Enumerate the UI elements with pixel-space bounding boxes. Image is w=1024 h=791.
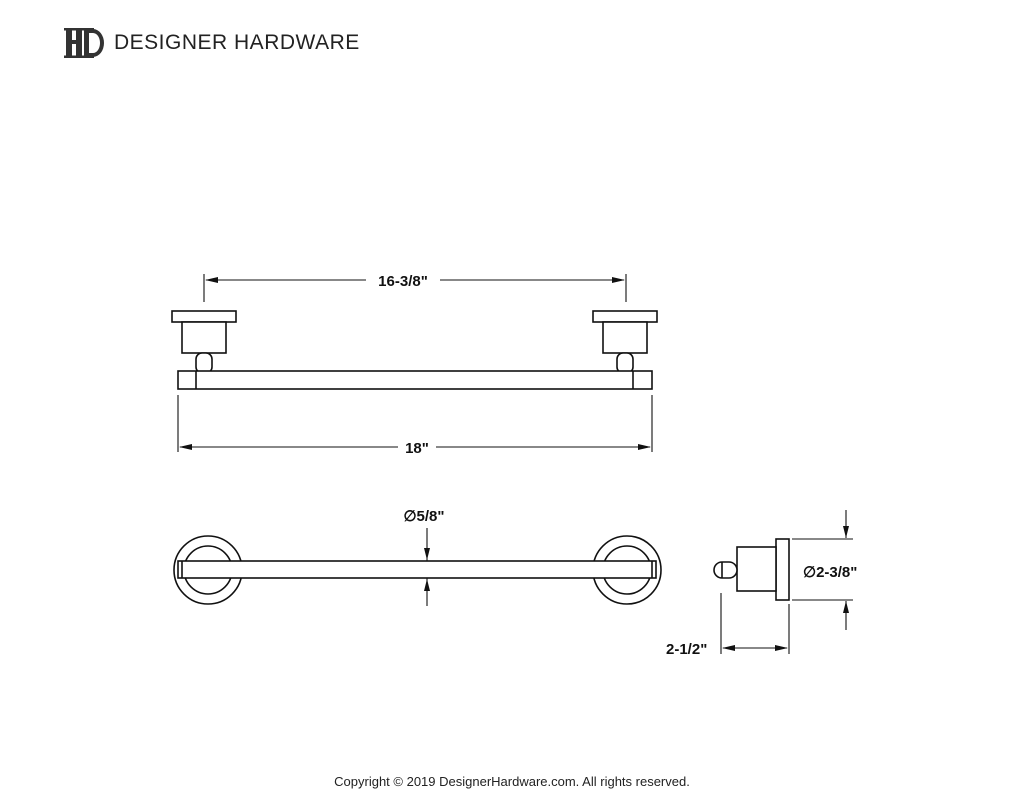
side-view: ∅2-3/8" 2-1/2" xyxy=(666,510,857,658)
dh-monogram-icon xyxy=(64,28,104,58)
dim-projection: 2-1/2" xyxy=(666,641,707,658)
dim-overall-length: 18" xyxy=(405,440,429,457)
brand-name: DESIGNER HARDWARE xyxy=(114,31,360,54)
copyright-footer: Copyright © 2019 DesignerHardware.com. A… xyxy=(334,774,690,789)
front-view: 16-3/8" 18" xyxy=(171,273,658,457)
brand-header: DESIGNER HARDWARE xyxy=(64,26,360,60)
dim-flange-diameter: ∅2-3/8" xyxy=(803,564,857,581)
dim-post-spacing: 16-3/8" xyxy=(378,273,428,290)
top-view: ∅5/8" xyxy=(173,508,662,606)
dim-bar-diameter: ∅5/8" xyxy=(403,508,444,525)
